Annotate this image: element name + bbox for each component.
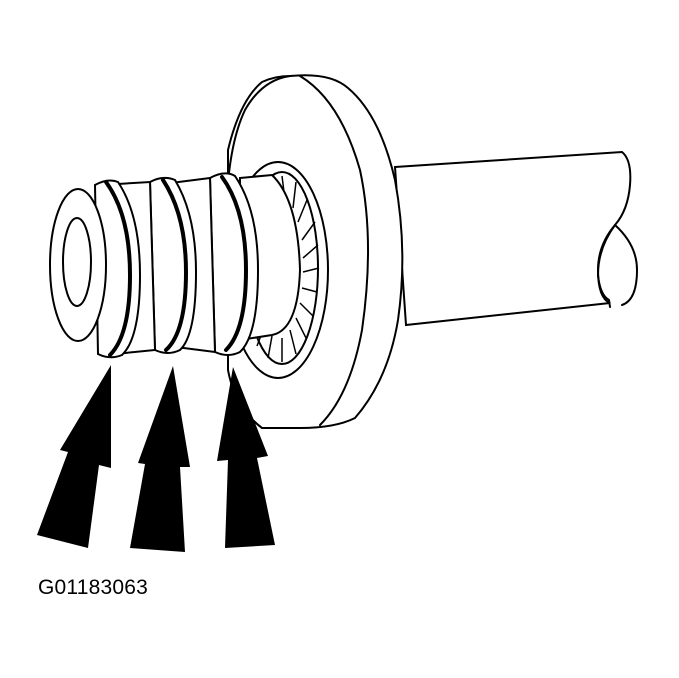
figure-id-label: G01183063 [38,576,149,599]
arrow-icon [37,365,111,548]
arrow-icon [130,366,190,552]
callout-arrows [37,365,275,552]
shaft [393,150,638,327]
piston-end [49,172,302,359]
arrow-icon [217,367,275,548]
